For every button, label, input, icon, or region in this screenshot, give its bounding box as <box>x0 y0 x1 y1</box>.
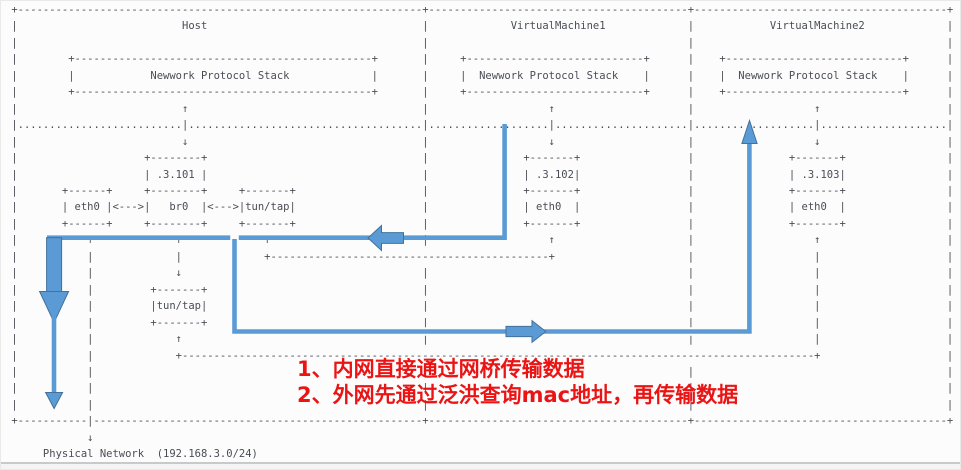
bottom-edge-strip <box>1 464 960 469</box>
annotation-external-flood-mac-traffic: 2、外网先通过泛洪查询mac地址，再传输数据 <box>297 383 739 407</box>
annotation-internal-bridge-traffic: 1、内网直接通过网桥传输数据 <box>297 357 585 381</box>
ascii-network-diagram: +---------------------------------------… <box>11 4 954 461</box>
bottom-edge-divider <box>1 462 960 464</box>
